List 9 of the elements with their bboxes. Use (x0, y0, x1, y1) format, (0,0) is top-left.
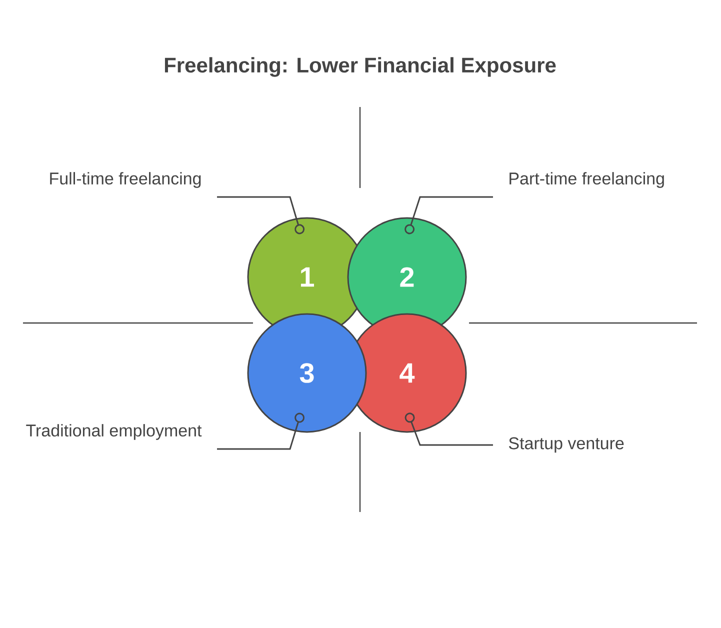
callout-text: Startup venture (508, 437, 624, 453)
title: Freelancing: Lower Financial Exposure (164, 57, 556, 77)
leader-line (217, 196, 305, 234)
leader-line (217, 412, 305, 450)
callout-text: Part-time freelancing (510, 172, 664, 188)
leader-line (404, 196, 493, 234)
leader-line (404, 412, 493, 446)
callout-text: Traditional employment (26, 424, 202, 440)
callout-text: Full-time freelancing (50, 172, 201, 188)
